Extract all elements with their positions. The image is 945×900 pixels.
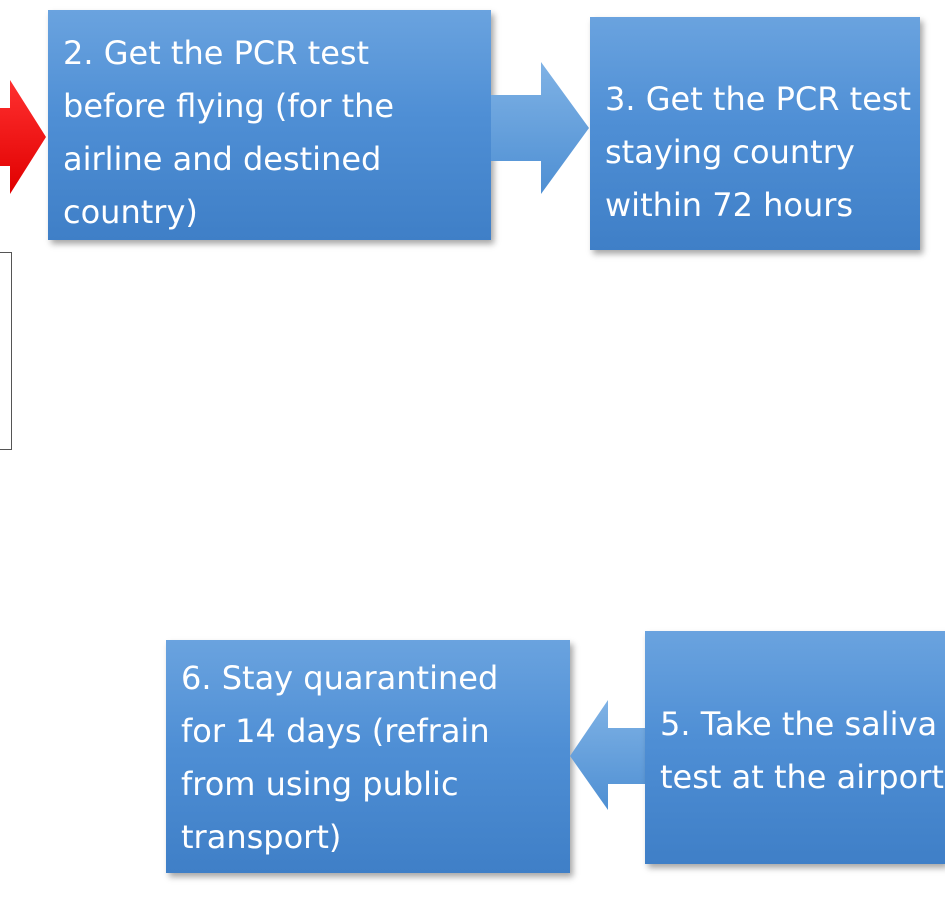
step-2-box: 2. Get the PCR test before flying (for t…: [48, 10, 491, 240]
step-3-box: 3. Get the PCR test staying country with…: [590, 17, 920, 250]
step-6-text: 6. Stay quarantined for 14 days (refrain…: [181, 659, 499, 856]
step-5-box: 5. Take the saliva test at the airport: [645, 631, 945, 864]
step-3-text: 3. Get the PCR test staying country with…: [605, 80, 912, 224]
arrow-step5-to-step6: [570, 700, 648, 810]
flowchart-canvas: 2. Get the PCR test before flying (for t…: [0, 10, 945, 873]
red-arrow-shape: [0, 80, 46, 194]
step-6-box: 6. Stay quarantined for 14 days (refrain…: [166, 640, 570, 873]
arrow-right-shape: [491, 62, 589, 194]
step-5-text: 5. Take the saliva test at the airport: [660, 705, 944, 796]
arrow-left-shape: [570, 700, 648, 810]
arrow-step2-to-step3: [491, 62, 589, 194]
red-arrow: [0, 80, 46, 194]
step-1-box-partial: [0, 252, 12, 450]
step-2-text: 2. Get the PCR test before flying (for t…: [63, 34, 395, 231]
